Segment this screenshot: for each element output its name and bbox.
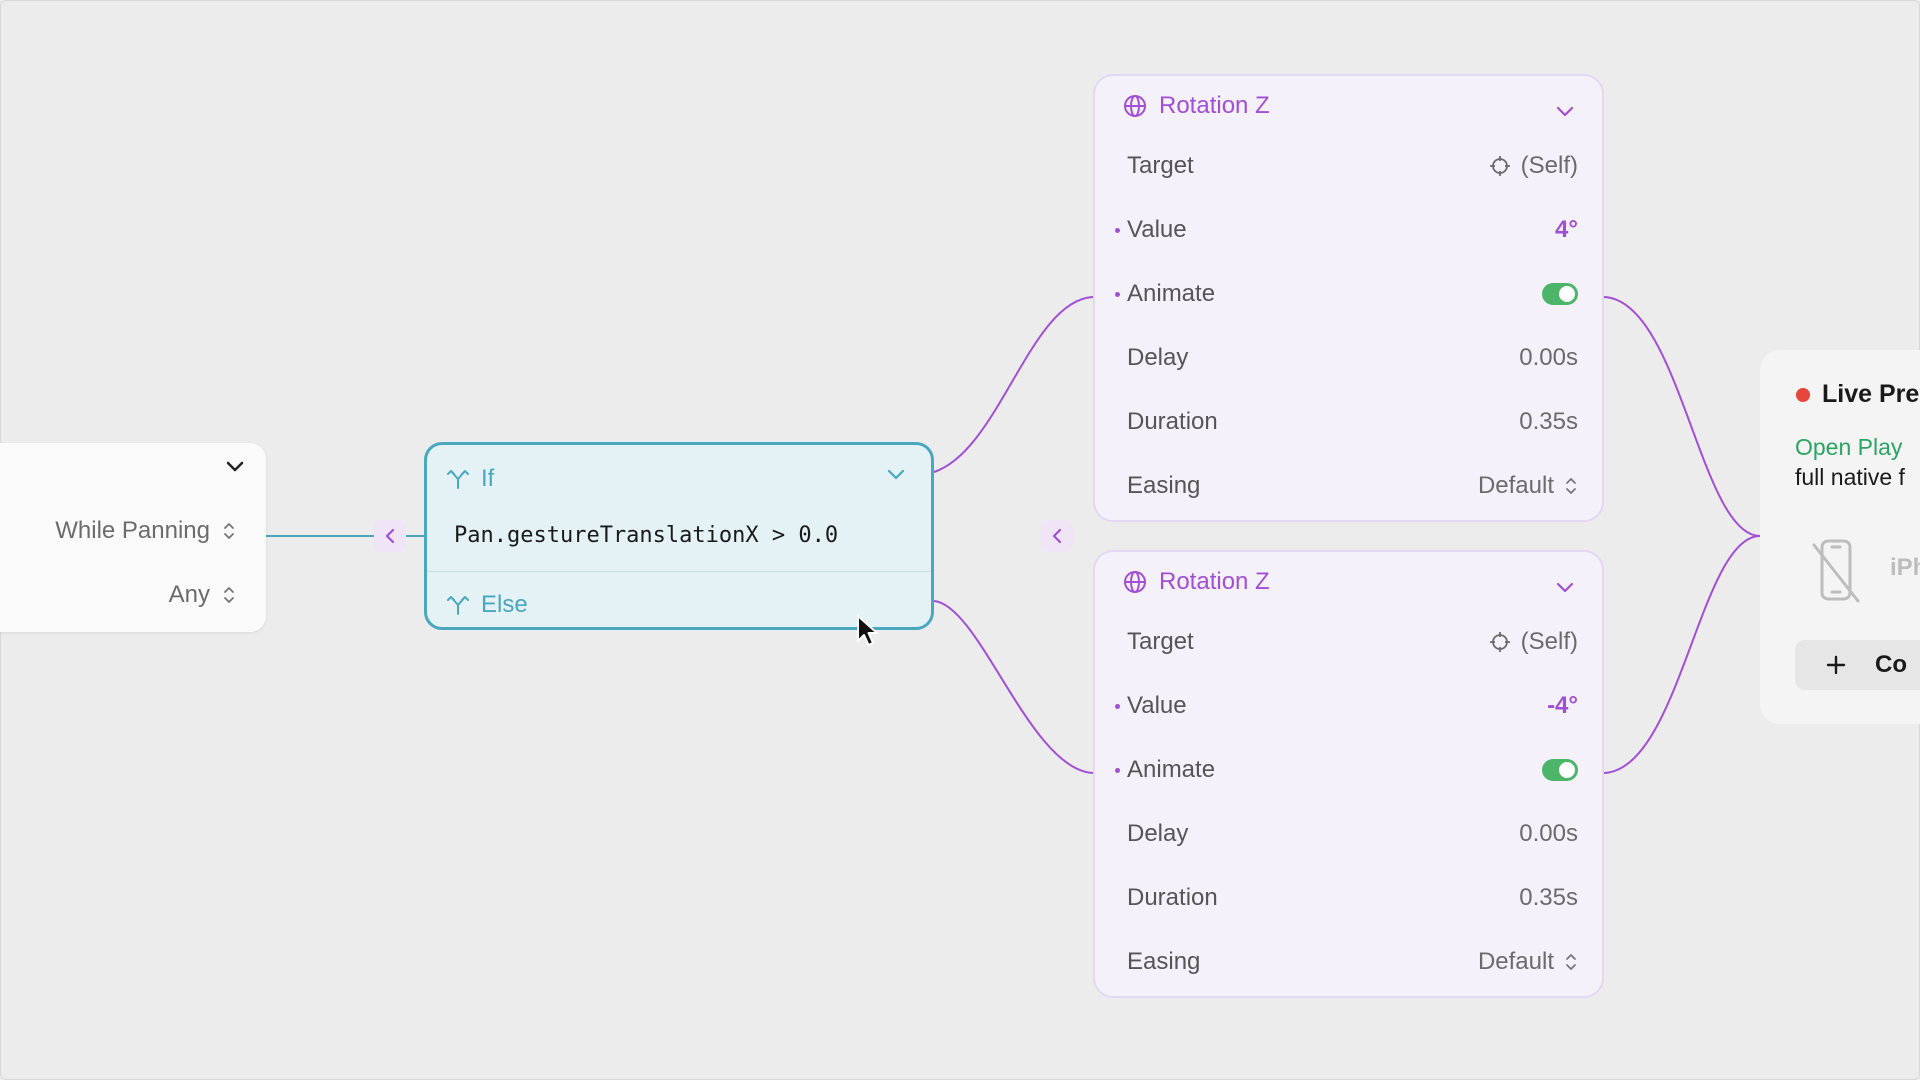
rotation-to-preview-wire — [1603, 535, 1761, 774]
easing-row[interactable]: Easing Default — [1127, 942, 1578, 982]
collapse-connection-button[interactable] — [1041, 520, 1073, 552]
branch-icon — [447, 470, 469, 489]
value-label: Value — [1115, 216, 1187, 243]
rotation-value[interactable]: -4° — [1547, 692, 1578, 719]
gesture-phase-select[interactable]: While Panning — [55, 517, 236, 545]
up-down-chevron-icon — [224, 587, 234, 603]
duration-row[interactable]: Duration 0.35s — [1127, 878, 1578, 918]
if-to-rotation-wire — [933, 296, 1094, 473]
duration-row[interactable]: Duration 0.35s — [1127, 402, 1578, 442]
chevron-left-icon — [385, 528, 395, 544]
easing-value: Default — [1477, 472, 1554, 499]
rotation-z-card[interactable]: Rotation Z Target (Self) Value -4° Anima… — [1093, 550, 1604, 998]
animate-toggle[interactable] — [1542, 759, 1578, 781]
crosshair-icon — [1489, 156, 1510, 176]
delay-label: Delay — [1127, 820, 1189, 847]
target-label: Target — [1127, 152, 1194, 179]
up-down-chevron-icon — [224, 523, 234, 539]
rotation-to-preview-wire — [1603, 296, 1761, 537]
trigger-card[interactable]: While Panning Any — [0, 443, 266, 632]
easing-label: Easing — [1127, 948, 1201, 975]
condition-expression[interactable]: Pan.gestureTranslationX > 0.0 — [454, 523, 839, 548]
chevron-down-icon[interactable] — [887, 469, 905, 481]
animate-label: Animate — [1114, 280, 1216, 307]
crosshair-icon — [1489, 632, 1510, 652]
easing-select[interactable]: Default — [1478, 472, 1578, 500]
animate-row[interactable]: Animate — [1114, 274, 1578, 314]
else-branch[interactable]: Else — [447, 591, 528, 619]
up-down-chevron-icon — [1566, 954, 1576, 970]
live-preview-title: Live Pre — [1796, 380, 1919, 409]
device-name: iPh — [1890, 554, 1920, 581]
if-label: If — [481, 465, 495, 492]
live-preview-description: full native f — [1795, 464, 1905, 490]
target-value: (Self) — [1520, 628, 1578, 655]
else-to-rotation-wire — [933, 600, 1094, 774]
connect-button[interactable]: Co — [1795, 640, 1920, 690]
duration-value[interactable]: 0.35s — [1519, 408, 1578, 435]
direction-select[interactable]: Any — [169, 581, 236, 609]
delay-row[interactable]: Delay 0.00s — [1127, 814, 1578, 854]
value-label: Value — [1115, 692, 1187, 719]
delay-value[interactable]: 0.00s — [1519, 344, 1578, 371]
connect-label: Co — [1875, 651, 1907, 678]
duration-value[interactable]: 0.35s — [1519, 884, 1578, 911]
value-row[interactable]: Value -4° — [1115, 686, 1578, 726]
delay-label: Delay — [1127, 344, 1189, 371]
delay-row[interactable]: Delay 0.00s — [1127, 338, 1578, 378]
if-else-node[interactable]: If Pan.gestureTranslationX > 0.0 Else — [424, 442, 934, 630]
animate-toggle[interactable] — [1542, 283, 1578, 305]
globe-icon — [1124, 571, 1146, 593]
up-down-chevron-icon — [1566, 478, 1576, 494]
easing-value: Default — [1477, 948, 1554, 975]
animate-row[interactable]: Animate — [1114, 750, 1578, 790]
chevron-down-icon[interactable] — [1556, 582, 1574, 594]
branch-icon — [447, 596, 469, 615]
rotation-z-card[interactable]: Rotation Z Target (Self) Value 4° Animat… — [1093, 74, 1604, 522]
easing-select[interactable]: Default — [1478, 948, 1578, 976]
mouse-cursor-icon — [857, 615, 878, 646]
collapse-connection-button[interactable] — [374, 520, 406, 552]
rotation-card-title[interactable]: Rotation Z — [1123, 92, 1270, 120]
gesture-phase-value: While Panning — [55, 517, 210, 544]
globe-icon — [1124, 95, 1146, 117]
record-dot-icon — [1796, 387, 1810, 402]
duration-label: Duration — [1127, 408, 1218, 435]
direction-value: Any — [168, 581, 210, 608]
open-play-link[interactable]: Open Play — [1795, 434, 1903, 460]
delay-value[interactable]: 0.00s — [1519, 820, 1578, 847]
easing-row[interactable]: Easing Default — [1127, 466, 1578, 506]
target-value: (Self) — [1520, 152, 1578, 179]
if-header[interactable]: If — [447, 465, 905, 493]
value-row[interactable]: Value 4° — [1115, 210, 1578, 250]
target-label: Target — [1127, 628, 1194, 655]
chevron-left-icon — [1052, 528, 1062, 544]
animate-label: Animate — [1114, 756, 1216, 783]
chevron-down-icon[interactable] — [1556, 106, 1574, 118]
else-label: Else — [481, 591, 528, 618]
rotation-value[interactable]: 4° — [1555, 216, 1578, 243]
phone-disconnected-icon — [1812, 539, 1860, 603]
rotation-card-title[interactable]: Rotation Z — [1123, 568, 1270, 596]
easing-label: Easing — [1127, 472, 1201, 499]
divider — [427, 571, 931, 572]
plus-icon — [1826, 655, 1846, 675]
chevron-down-icon[interactable] — [226, 461, 244, 473]
live-preview-card: Live Pre Open Play full native f iPh Co — [1760, 350, 1920, 724]
rotation-title: Rotation Z — [1159, 568, 1270, 595]
rotation-title: Rotation Z — [1159, 92, 1270, 119]
duration-label: Duration — [1127, 884, 1218, 911]
target-row[interactable]: Target (Self) — [1127, 146, 1578, 186]
target-row[interactable]: Target (Self) — [1127, 622, 1578, 662]
